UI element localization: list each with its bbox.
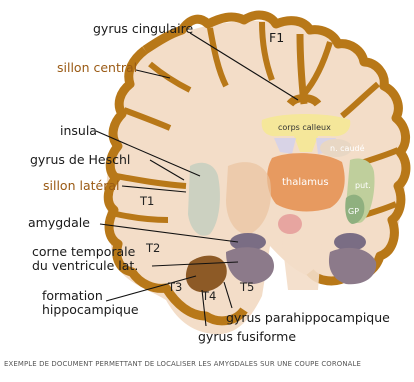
label-corne-temporale-1: corne temporale	[32, 244, 136, 259]
label-corps-calleux: corps calleux	[278, 123, 331, 132]
label-corne-temporale-2: du ventricule lat.	[32, 258, 138, 273]
label-formation-1: formation	[42, 288, 103, 303]
figure-caption: EXEMPLE DE DOCUMENT PERMETTANT DE LOCALI…	[4, 360, 414, 368]
mammillary-bodies	[278, 214, 302, 234]
label-t5: T5	[239, 280, 254, 294]
label-t3: T3	[167, 280, 182, 294]
label-f1: F1	[269, 30, 284, 45]
label-sillon-central: sillon central	[57, 60, 137, 75]
insula-region	[188, 163, 220, 236]
label-sillon-lateral: sillon latéral	[43, 178, 119, 193]
label-gyrus-cingulaire: gyrus cingulaire	[93, 21, 193, 36]
label-gyrus-parahippocampique: gyrus parahippocampique	[226, 310, 390, 325]
label-gyrus-fusiforme: gyrus fusiforme	[198, 329, 296, 344]
label-t2: T2	[145, 241, 160, 255]
label-t1: T1	[139, 194, 154, 208]
label-gp: GP	[348, 207, 359, 216]
label-formation-2: hippocampique	[42, 302, 139, 317]
label-amygdale: amygdale	[28, 215, 90, 230]
label-t4: T4	[201, 289, 216, 303]
label-put: put.	[355, 181, 371, 190]
label-thalamus: thalamus	[282, 177, 329, 188]
label-n-caude: n. caudé	[330, 143, 365, 153]
interhemispheric-fissure	[300, 34, 304, 104]
brainstem	[282, 240, 322, 290]
label-insula: insula	[60, 123, 97, 138]
label-gyrus-heschl: gyrus de Heschl	[30, 152, 130, 167]
